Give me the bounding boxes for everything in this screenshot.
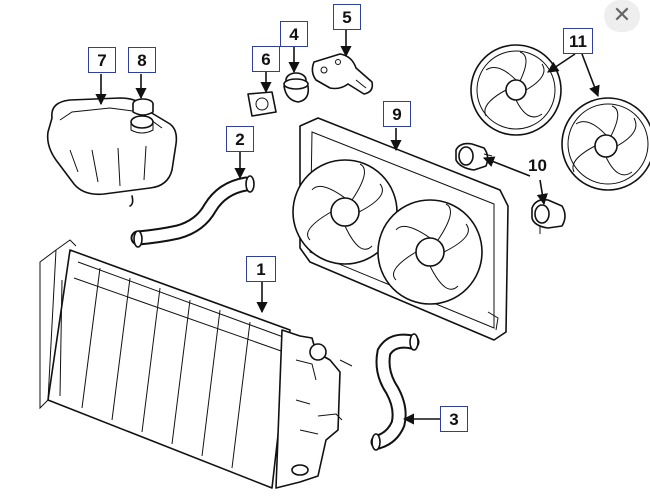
callout-6: 6 — [252, 46, 280, 72]
callout-2: 2 — [226, 126, 254, 152]
shroud-fan-left — [292, 159, 398, 265]
callout-3: 3 — [440, 406, 468, 432]
fan-motor-upper — [455, 142, 493, 171]
coolant-reservoir — [46, 97, 178, 207]
thermostat-gasket — [247, 91, 277, 117]
cooling-fan-front — [561, 97, 650, 191]
callout-10: 10 — [528, 156, 547, 175]
radiator — [39, 239, 353, 489]
callout-1: 1 — [246, 256, 276, 282]
fan-shroud — [292, 117, 509, 341]
close-icon: ✕ — [612, 3, 632, 28]
reservoir-cap — [132, 98, 154, 116]
leader-lines — [95, 30, 600, 425]
cooling-fan-rear — [470, 44, 562, 136]
close-button[interactable]: ✕ — [604, 0, 640, 32]
upper-radiator-hose — [130, 175, 255, 248]
callout-5: 5 — [333, 4, 361, 30]
thermostat — [283, 72, 310, 103]
shroud-fan-right — [377, 199, 483, 305]
lower-radiator-hose — [370, 333, 420, 451]
callout-7: 7 — [88, 47, 116, 73]
callout-4: 4 — [280, 21, 308, 47]
callout-11: 11 — [563, 28, 593, 54]
callout-9: 9 — [383, 101, 411, 127]
callout-8: 8 — [128, 47, 156, 73]
water-outlet — [311, 53, 374, 95]
fan-motor-lower — [531, 198, 566, 234]
